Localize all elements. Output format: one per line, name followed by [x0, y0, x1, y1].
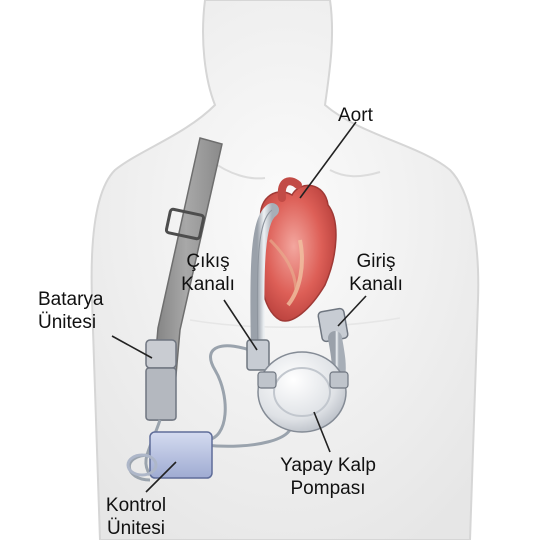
label-giris-line1: Giriş	[338, 250, 414, 273]
battery-unit	[146, 340, 176, 420]
label-cikis-kanali: Çıkış Kanalı	[170, 250, 246, 296]
label-batarya-unitesi: Batarya Ünitesi	[38, 288, 103, 334]
label-giris-line2: Kanalı	[338, 273, 414, 296]
label-kontrol-line2: Ünitesi	[96, 517, 176, 540]
label-batarya-line2: Ünitesi	[38, 311, 103, 334]
label-kontrol-line1: Kontrol	[96, 494, 176, 517]
label-batarya-line1: Batarya	[38, 288, 103, 311]
label-giris-kanali: Giriş Kanalı	[338, 250, 414, 296]
label-cikis-line2: Kanalı	[170, 273, 246, 296]
label-pump-line2: Pompası	[264, 477, 392, 500]
label-yapay-kalp-pompasi: Yapay Kalp Pompası	[264, 454, 392, 500]
label-pump-line1: Yapay Kalp	[264, 454, 392, 477]
label-aort: Aort	[338, 104, 373, 127]
label-kontrol-unitesi: Kontrol Ünitesi	[96, 494, 176, 540]
label-cikis-line1: Çıkış	[170, 250, 246, 273]
artificial-heart-pump	[258, 352, 348, 432]
